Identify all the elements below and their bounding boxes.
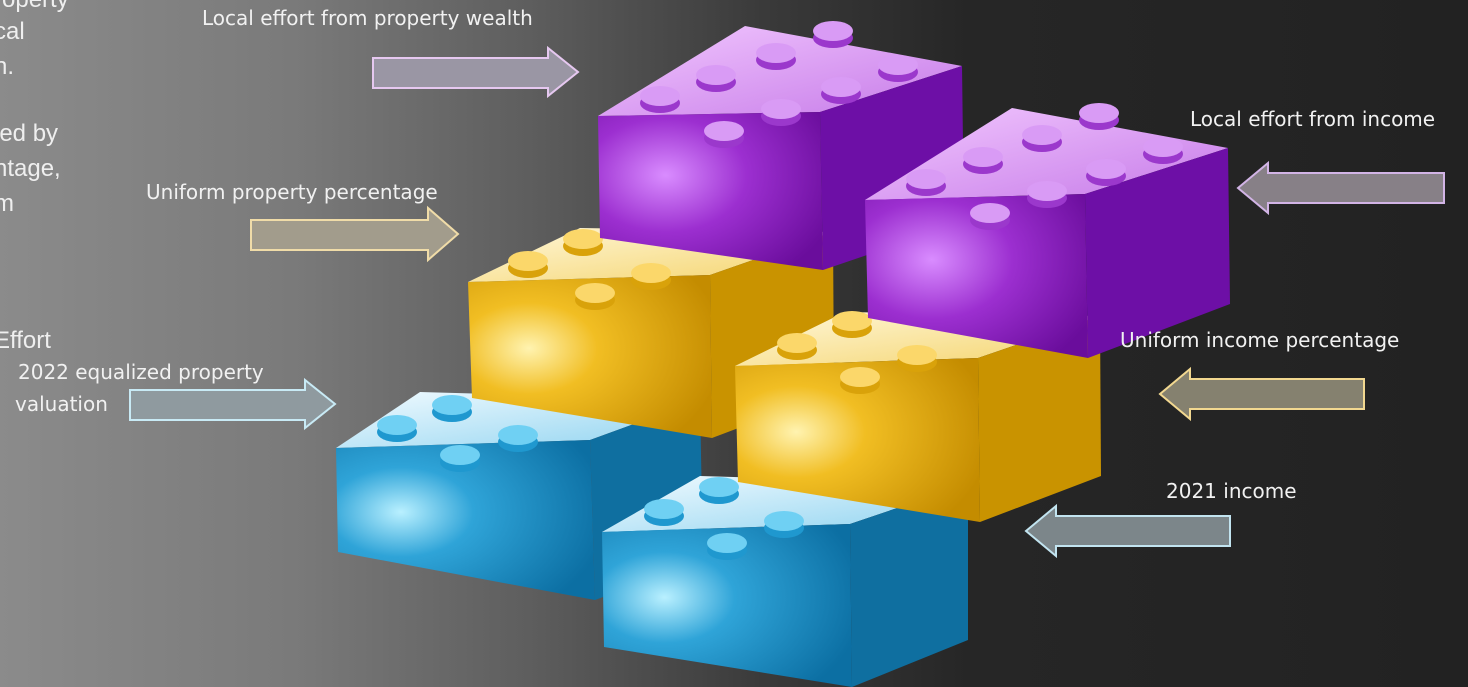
left-arrow-icon [1236,160,1445,216]
label-uniform-property-percentage: Uniform property percentage [146,180,438,204]
side-text-line: m [0,190,14,217]
right-arrow-icon [250,205,460,263]
side-text-line: ntage, [0,155,61,182]
side-text-line: cal [0,18,25,45]
side-text-line: roperty [0,0,69,15]
label-equalized-property-valuation-line2: valuation [15,392,108,416]
right-arrow-icon [372,45,580,99]
side-text-line: Effort [0,327,51,354]
side-text-line: ied by [0,120,59,147]
left-arrow-icon [1158,366,1365,422]
left-arrow-icon [1024,503,1231,559]
side-text-line: h. [0,53,15,80]
label-local-effort-income: Local effort from income [1190,107,1436,131]
label-local-effort-property: Local effort from property wealth [202,6,533,30]
purple-brick-top [598,21,964,270]
label-equalized-property-valuation: 2022 equalized property [18,360,264,384]
purple-brick-right [865,103,1230,358]
right-arrow-icon [129,377,337,431]
label-uniform-income-percentage: Uniform income percentage [1120,328,1400,352]
label-2021-income: 2021 income [1166,479,1297,503]
